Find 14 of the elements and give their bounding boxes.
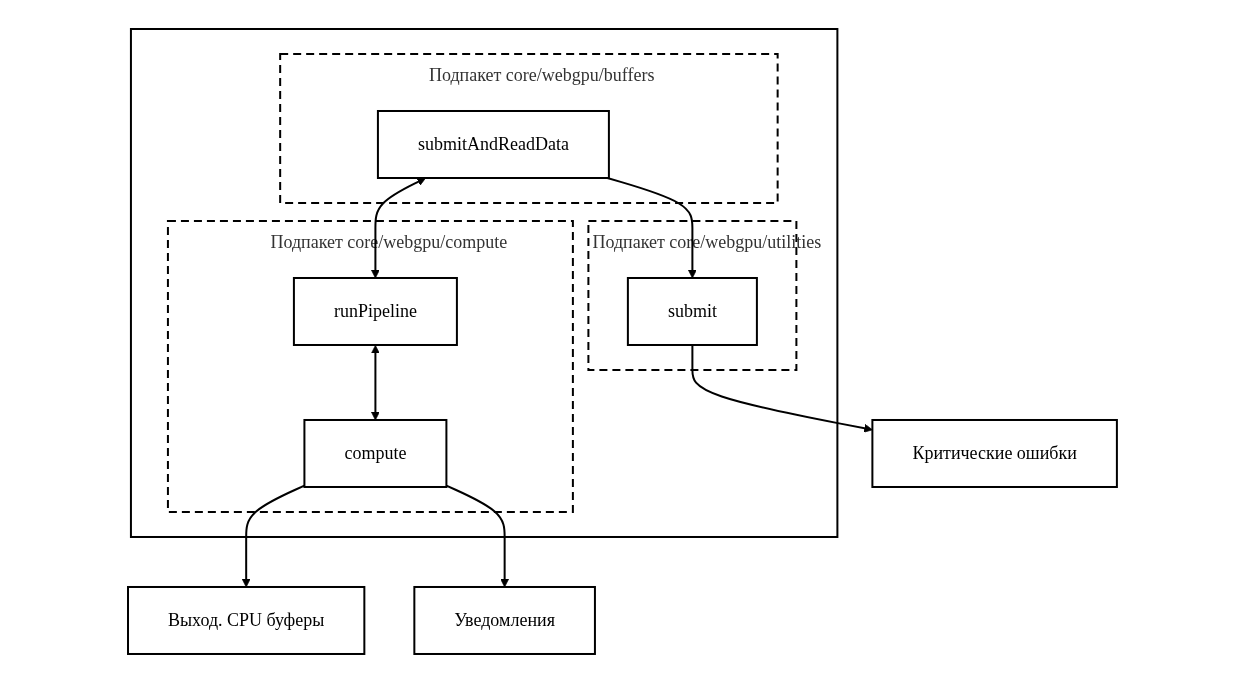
node-box: submitAndReadData bbox=[376, 109, 610, 179]
arrow bbox=[241, 484, 306, 587]
node-box: runPipeline bbox=[292, 276, 458, 346]
arrow bbox=[445, 484, 510, 587]
node-box: Уведомления bbox=[413, 585, 596, 655]
node-box: Критические ошибки bbox=[871, 418, 1118, 488]
arrow bbox=[371, 344, 380, 420]
node-box: compute bbox=[303, 418, 448, 488]
node-box: Выход. CPU буферы bbox=[127, 585, 366, 655]
arrow bbox=[606, 176, 697, 278]
arrow bbox=[371, 177, 426, 278]
node-box: submit bbox=[626, 276, 758, 346]
arrow bbox=[691, 343, 873, 433]
cluster bbox=[130, 27, 839, 538]
